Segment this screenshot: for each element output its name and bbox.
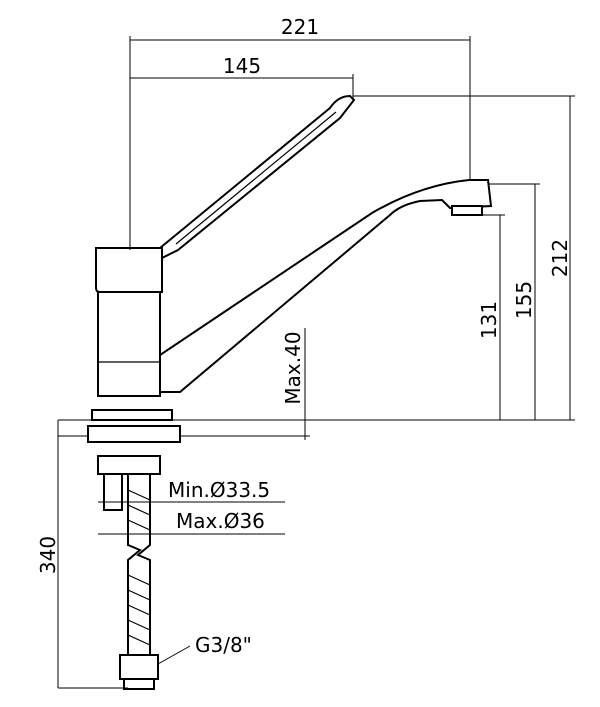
dim-max-deck: Max.40 (281, 331, 305, 404)
faucet-spout (159, 179, 493, 393)
cartridge-cap (95, 247, 163, 293)
mounting-stud (103, 473, 123, 511)
dim-width-total: 221 (281, 15, 319, 39)
hose-braid (127, 489, 151, 646)
dim-hole-min: Min.Ø33.5 (168, 478, 270, 502)
dim-height-spout: 155 (512, 281, 536, 319)
aerator (451, 205, 483, 216)
dim-width-lever: 145 (223, 54, 261, 78)
mounting-washer (87, 425, 181, 443)
lever-slot (175, 111, 337, 245)
dim-hose-length: 340 (36, 536, 60, 574)
mounting-nut (97, 455, 161, 475)
faucet-body (97, 291, 161, 397)
dim-connection: G3/8" (195, 633, 252, 657)
hose-fitting-nut (123, 678, 155, 690)
hose-fitting (119, 654, 159, 680)
dim-height-outlet: 131 (477, 301, 501, 339)
leader-connection (157, 645, 191, 665)
dim-height-total: 212 (548, 239, 572, 277)
base-ring (91, 409, 173, 421)
dim-hole-max: Max.Ø36 (176, 509, 265, 533)
